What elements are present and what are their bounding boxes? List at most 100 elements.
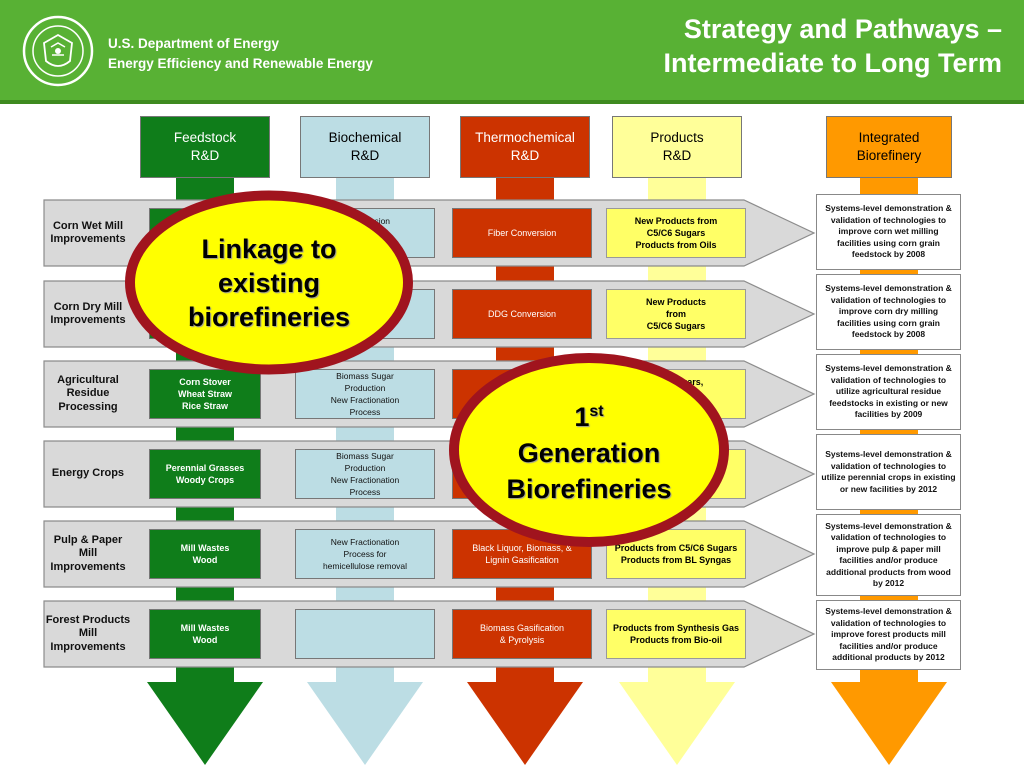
row-5-biochemical-line: New Fractionation bbox=[330, 537, 400, 547]
column-header-biochemical-line2: R&D bbox=[350, 148, 380, 163]
column-header-products-line2: R&D bbox=[662, 148, 692, 163]
row-1-thermochemical-box: Fiber Conversion bbox=[452, 208, 592, 258]
column-arrowhead-thermochemical bbox=[467, 682, 583, 765]
row-5-thermochemical-line: Black Liquor, Biomass, & bbox=[472, 543, 572, 553]
title-line1: Strategy and Pathways – bbox=[683, 14, 1002, 44]
row-3-feedstock-line: Wheat Straw bbox=[177, 389, 232, 399]
row-label-5: Pulp & Paper Mill Improvements bbox=[50, 533, 126, 573]
column-header-products-line1: Products bbox=[650, 130, 704, 145]
row-3-biochemical-line: Process bbox=[349, 407, 381, 417]
row-6-integrated-text: Systems-level demonstration & validation… bbox=[825, 606, 952, 663]
doe-seal-logo bbox=[22, 15, 94, 87]
row-5-feedstock-line: Mill Wastes bbox=[180, 543, 230, 553]
row-5-feedstock-line: Wood bbox=[192, 555, 218, 565]
row-6-feedstock-line: Wood bbox=[192, 635, 218, 645]
row-1-thermochemical-line: Fiber Conversion bbox=[487, 228, 557, 238]
column-header-biochemical-line1: Biochemical bbox=[328, 130, 402, 145]
org-name-line2: Energy Efficiency and Renewable Energy bbox=[108, 56, 373, 71]
callout-first-generation-line1: 1st bbox=[506, 394, 671, 435]
column-header-feedstock: Feedstock R&D bbox=[140, 116, 270, 178]
row-label-3: Agricultural Residue Processing bbox=[57, 373, 119, 413]
header-divider bbox=[0, 100, 1024, 104]
page-title: Strategy and Pathways – Intermediate to … bbox=[482, 12, 1002, 80]
column-arrowhead-biochemical bbox=[307, 682, 423, 765]
column-header-biochemical: Biochemical R&D bbox=[300, 116, 430, 178]
row-4-integrated-box: Systems-level demonstration & validation… bbox=[816, 434, 961, 510]
row-2-products-line: New Products bbox=[645, 297, 706, 307]
callout-first-generation-line3: Biorefineries bbox=[506, 473, 672, 504]
row-4-biochemical-line: Production bbox=[344, 463, 386, 473]
row-5-biochemical-line: Process for bbox=[343, 549, 387, 559]
row-4-biochemical-line: New Fractionation bbox=[330, 475, 400, 485]
row-label-2: Corn Dry Mill Improvements bbox=[50, 300, 126, 327]
row-5-products-line: Products from BL Syngas bbox=[620, 555, 732, 565]
row-6-integrated-box: Systems-level demonstration & validation… bbox=[816, 600, 961, 670]
row-5-biochemical-line: hemicellulose removal bbox=[322, 561, 408, 571]
column-header-feedstock-line2: R&D bbox=[190, 148, 220, 163]
row-1-integrated-box: Systems-level demonstration & validation… bbox=[816, 194, 961, 270]
callout-first-generation-sup: st bbox=[589, 402, 604, 420]
row-6-thermochemical-box: Biomass Gasification& Pyrolysis bbox=[452, 609, 592, 659]
column-header-integrated-line2: Biorefinery bbox=[856, 148, 922, 163]
row-6-products-line: Products from Synthesis Gas bbox=[612, 623, 740, 633]
column-arrowhead-products bbox=[619, 682, 735, 765]
column-header-integrated-line1: Integrated bbox=[858, 130, 920, 145]
row-4-biochemical-line: Process bbox=[349, 487, 381, 497]
row-1-products-line: Products from Oils bbox=[635, 240, 717, 250]
row-4-integrated-text: Systems-level demonstration & validation… bbox=[821, 449, 956, 494]
callout-linkage-line2: existing bbox=[217, 267, 321, 298]
column-header-thermochemical: Thermochemical R&D bbox=[460, 116, 590, 178]
column-arrowhead-feedstock bbox=[147, 682, 263, 765]
row-5-products-line: Products from C5/C6 Sugars bbox=[614, 543, 738, 553]
row-2-products-line: C5/C6 Sugars bbox=[646, 321, 706, 331]
column-header-feedstock-line1: Feedstock bbox=[173, 130, 237, 145]
title-line2: Intermediate to Long Term bbox=[663, 48, 1002, 78]
row-3-biochemical-line: Biomass Sugar bbox=[336, 371, 394, 381]
callout-first-generation-number: 1 bbox=[574, 401, 590, 432]
row-4-feedstock-line: Perennial Grasses bbox=[165, 463, 245, 473]
row-3-feedstock-line: Corn Stover bbox=[179, 377, 231, 387]
header-banner bbox=[0, 0, 1024, 102]
row-2-products-line: from bbox=[666, 309, 686, 319]
column-header-thermochemical-line2: R&D bbox=[510, 148, 540, 163]
callout-first-generation: 1st Generation Biorefineries bbox=[448, 352, 730, 548]
row-3-integrated-text: Systems-level demonstration & validation… bbox=[825, 363, 952, 420]
column-arrowhead-integrated bbox=[831, 682, 947, 765]
callout-first-generation-ellipse bbox=[449, 353, 729, 547]
row-2-thermochemical-line: DDG Conversion bbox=[487, 309, 557, 319]
row-5-integrated-box: Systems-level demonstration & validation… bbox=[816, 514, 961, 596]
row-3-biochemical-line: Production bbox=[344, 383, 386, 393]
row-1-integrated-text: Systems-level demonstration & validation… bbox=[825, 203, 952, 260]
row-1-products-line: C5/C6 Sugars bbox=[646, 228, 706, 238]
row-1-products-line: New Products from bbox=[634, 216, 718, 226]
row-4-biochemical-line: Biomass Sugar bbox=[336, 451, 394, 461]
row-3-biochemical-line: New Fractionation bbox=[330, 395, 400, 405]
callout-linkage-line3: biorefineries bbox=[187, 301, 351, 332]
callout-linkage-line1: Linkage to bbox=[201, 233, 337, 264]
row-6-feedstock-line: Mill Wastes bbox=[180, 623, 230, 633]
row-6-products-line: Products from Bio-oil bbox=[630, 635, 722, 645]
row-5-thermochemical-line: Lignin Gasification bbox=[485, 555, 559, 565]
row-label-4: Energy Crops bbox=[51, 467, 125, 480]
row-2-integrated-box: Systems-level demonstration & validation… bbox=[816, 274, 961, 350]
row-3-integrated-box: Systems-level demonstration & validation… bbox=[816, 354, 961, 430]
row-6-thermochemical-line: & Pyrolysis bbox=[499, 635, 545, 645]
column-header-thermochemical-line1: Thermochemical bbox=[475, 130, 575, 145]
row-4-feedstock-line: Woody Crops bbox=[175, 475, 235, 485]
row-label-1: Corn Wet Mill Improvements bbox=[50, 219, 126, 246]
row-label-6: Forest Products Mill Improvements bbox=[45, 613, 131, 653]
row-2-integrated-text: Systems-level demonstration & validation… bbox=[825, 283, 952, 340]
row-5-integrated-text: Systems-level demonstration & validation… bbox=[825, 520, 952, 589]
callout-linkage-ellipse bbox=[125, 190, 413, 375]
